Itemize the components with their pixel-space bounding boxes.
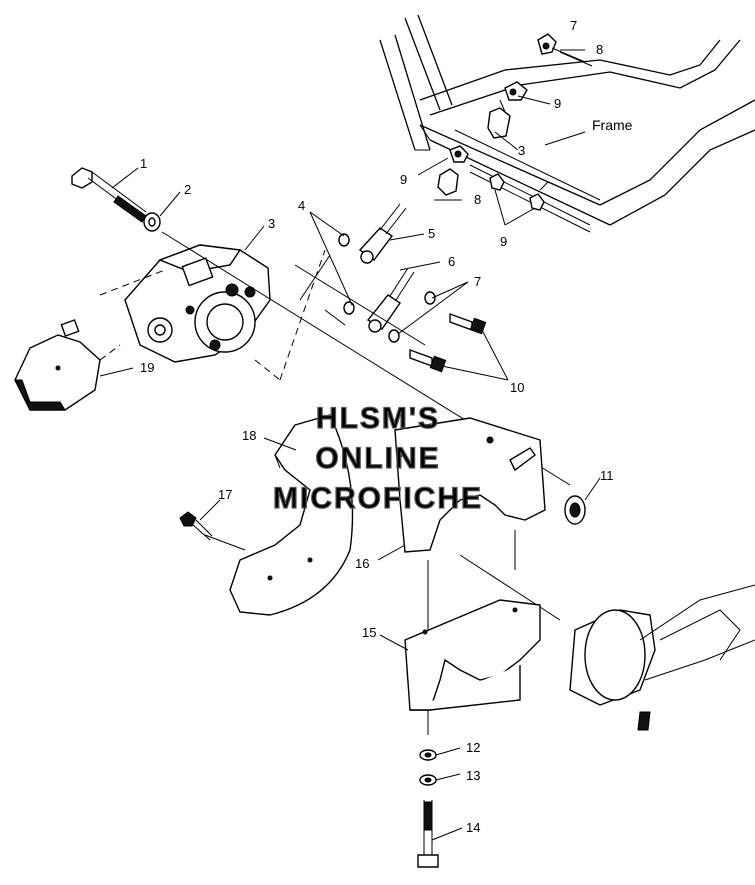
callout-18: 18 — [242, 428, 256, 443]
callout-13: 13 — [466, 768, 480, 783]
bolt-17 — [179, 511, 213, 541]
watermark-line-2: ONLINE — [315, 442, 440, 475]
callout-8-mid: 8 — [474, 192, 481, 207]
lower-bracket — [404, 599, 541, 711]
watermark: HLSM'S ONLINE MICROFICHE — [272, 401, 483, 515]
frame-structure — [379, 14, 755, 233]
callout-9-bottom: 9 — [500, 234, 507, 249]
callout-12: 12 — [466, 740, 480, 755]
brake-caliper — [124, 244, 271, 363]
callout-6: 6 — [448, 254, 455, 269]
bolt-and-washer — [71, 167, 161, 232]
callout-4: 4 — [298, 198, 305, 213]
callout-8-top: 8 — [596, 42, 603, 57]
assembly-lines — [99, 231, 571, 735]
callout-10: 10 — [510, 380, 524, 395]
watermark-line-3: MICROFICHE — [273, 482, 483, 515]
upper-bracket — [394, 417, 546, 553]
callout-7-mid: 7 — [474, 274, 481, 289]
bushing — [564, 495, 586, 525]
callout-2: 2 — [184, 182, 191, 197]
callout-11: 11 — [600, 468, 614, 483]
callout-15: 15 — [362, 625, 376, 640]
callout-16: 16 — [355, 556, 369, 571]
leader-lines — [99, 49, 601, 841]
callout-7-top: 7 — [570, 18, 577, 33]
bottom-fasteners — [417, 749, 439, 868]
callout-9-left: 9 — [400, 172, 407, 187]
callout-1: 1 — [140, 156, 147, 171]
frame-label: Frame — [592, 117, 633, 133]
callout-5: 5 — [428, 226, 435, 241]
watermark-line-1: HLSM'S — [316, 402, 440, 435]
linkage-rods — [338, 203, 487, 373]
callouts: Frame 1 2 3 3 4 5 6 7 7 8 8 9 9 9 10 11 … — [140, 18, 633, 835]
brake-pad — [14, 319, 101, 411]
brake-disc-guard — [229, 414, 354, 616]
axle-hub — [569, 584, 755, 731]
callout-9-top: 9 — [554, 96, 561, 111]
callout-19: 19 — [140, 360, 154, 375]
cable-clamps — [437, 33, 593, 211]
callout-14: 14 — [466, 820, 480, 835]
callout-3-caliper: 3 — [268, 216, 275, 231]
callout-3-frame: 3 — [518, 143, 525, 158]
callout-17: 17 — [218, 487, 232, 502]
